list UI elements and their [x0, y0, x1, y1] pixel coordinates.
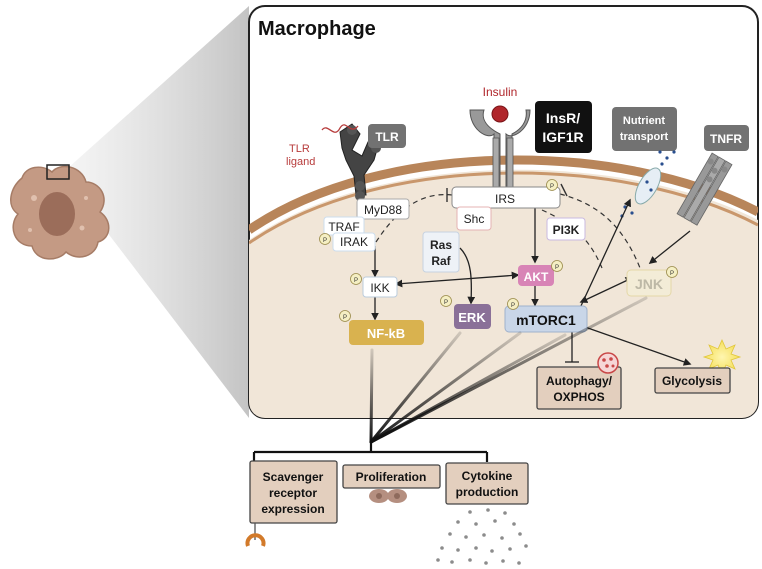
autophagy-box — [536, 366, 622, 410]
autophagosome-icon — [597, 352, 619, 374]
insr-label-box — [535, 101, 592, 153]
erk-label: ERK — [458, 310, 486, 325]
pi3k-node — [546, 217, 586, 241]
glycolysis-box — [654, 367, 731, 394]
nfkb-label: NF-kB — [367, 326, 405, 341]
panel-title: Macrophage — [258, 18, 376, 40]
svg-text:P: P — [555, 265, 559, 271]
nutrient-label-1: Nutrient — [623, 115, 666, 127]
nutrient-label-2: transport — [620, 131, 669, 143]
ikk-label: IKK — [370, 281, 389, 295]
zoom-cone — [68, 6, 249, 418]
scavenger-box — [249, 460, 338, 524]
mtorc1-label: mTORC1 — [516, 312, 576, 328]
phospho-erk: P — [440, 295, 452, 307]
jnk-node — [626, 269, 672, 297]
phospho-mtorc1: P — [507, 298, 519, 310]
nutrient-label-box — [612, 107, 677, 151]
tlr-label-box — [368, 124, 406, 148]
svg-text:P: P — [670, 271, 674, 277]
nutrient-transporter-icon — [620, 150, 676, 218]
signaling-arrows — [371, 198, 692, 366]
cytokine-box — [445, 462, 529, 505]
proliferation-label: Proliferation — [356, 470, 427, 484]
svg-text:P: P — [511, 303, 515, 309]
scavenger-label-1: Scavenger — [263, 470, 324, 484]
nfkb-node — [349, 320, 424, 345]
shc-node — [456, 206, 492, 231]
phospho-irak: P — [319, 233, 331, 245]
insulin-label: Insulin — [483, 85, 518, 99]
cytokine-label-2: production — [456, 485, 519, 499]
svg-text:P: P — [323, 238, 327, 244]
scavenger-label-2: receptor — [269, 486, 317, 500]
macrophage-cell-icon — [10, 164, 110, 260]
raf-label: Raf — [431, 254, 451, 268]
tnfr-receptor-icon — [676, 152, 733, 226]
insulin-molecule-icon — [491, 105, 509, 123]
tnfr-label: TNFR — [710, 132, 742, 146]
insr-label-1: InsR/ — [546, 110, 580, 126]
irs-label: IRS — [495, 192, 515, 206]
insr-label-2: IGF1R — [542, 129, 583, 145]
phospho-nfkb: P — [339, 310, 351, 322]
myd88-node — [356, 198, 410, 220]
outcome-bracket — [252, 442, 489, 462]
insulin-receptor-icon — [469, 105, 531, 197]
autophagy-label-1: Autophagy/ — [546, 374, 613, 388]
tlr-ligand-label-1: TLR — [289, 143, 310, 155]
cytoplasm — [249, 169, 758, 418]
tlr-ligand-label-2: ligand — [286, 156, 315, 168]
svg-text:P: P — [550, 184, 554, 190]
akt-label: AKT — [524, 270, 549, 284]
cell-division-icon — [369, 489, 407, 503]
ras-label: Ras — [430, 238, 452, 252]
irak-label: IRAK — [340, 235, 368, 249]
irs-node — [451, 186, 561, 209]
akt-node — [518, 265, 554, 286]
ikk-node — [362, 276, 398, 298]
phospho-jnk: P — [666, 266, 678, 278]
pi3k-label: PI3K — [553, 223, 580, 237]
autophagy-label-2: OXPHOS — [553, 390, 604, 404]
phospho-akt: P — [551, 260, 563, 272]
proliferation-box — [342, 464, 441, 489]
jnk-label: JNK — [635, 276, 663, 292]
irak-node — [332, 232, 376, 252]
myd88-label: MyD88 — [364, 203, 402, 217]
svg-text:P: P — [354, 278, 358, 284]
scavenger-label-3: expression — [261, 502, 324, 516]
convergence-lines — [369, 296, 648, 444]
ras-raf-node — [422, 231, 460, 273]
mtorc1-node — [504, 305, 588, 333]
erk-node — [454, 304, 491, 329]
phospho-markers: P P P P P P P P — [319, 179, 678, 322]
cytokine-label-1: Cytokine — [462, 469, 513, 483]
scavenger-receptor-icon — [245, 523, 266, 547]
tlr-label: TLR — [375, 130, 399, 144]
tnfr-label-box — [704, 125, 749, 151]
cytokine-dots-icon — [436, 508, 528, 565]
glycolysis-label: Glycolysis — [662, 374, 722, 388]
phospho-ikk: P — [350, 273, 362, 285]
shc-label: Shc — [464, 212, 485, 226]
phospho-irs: P — [546, 179, 558, 191]
svg-text:P: P — [444, 300, 448, 306]
traf-label: TRAF — [328, 220, 359, 234]
svg-text:P: P — [343, 315, 347, 321]
